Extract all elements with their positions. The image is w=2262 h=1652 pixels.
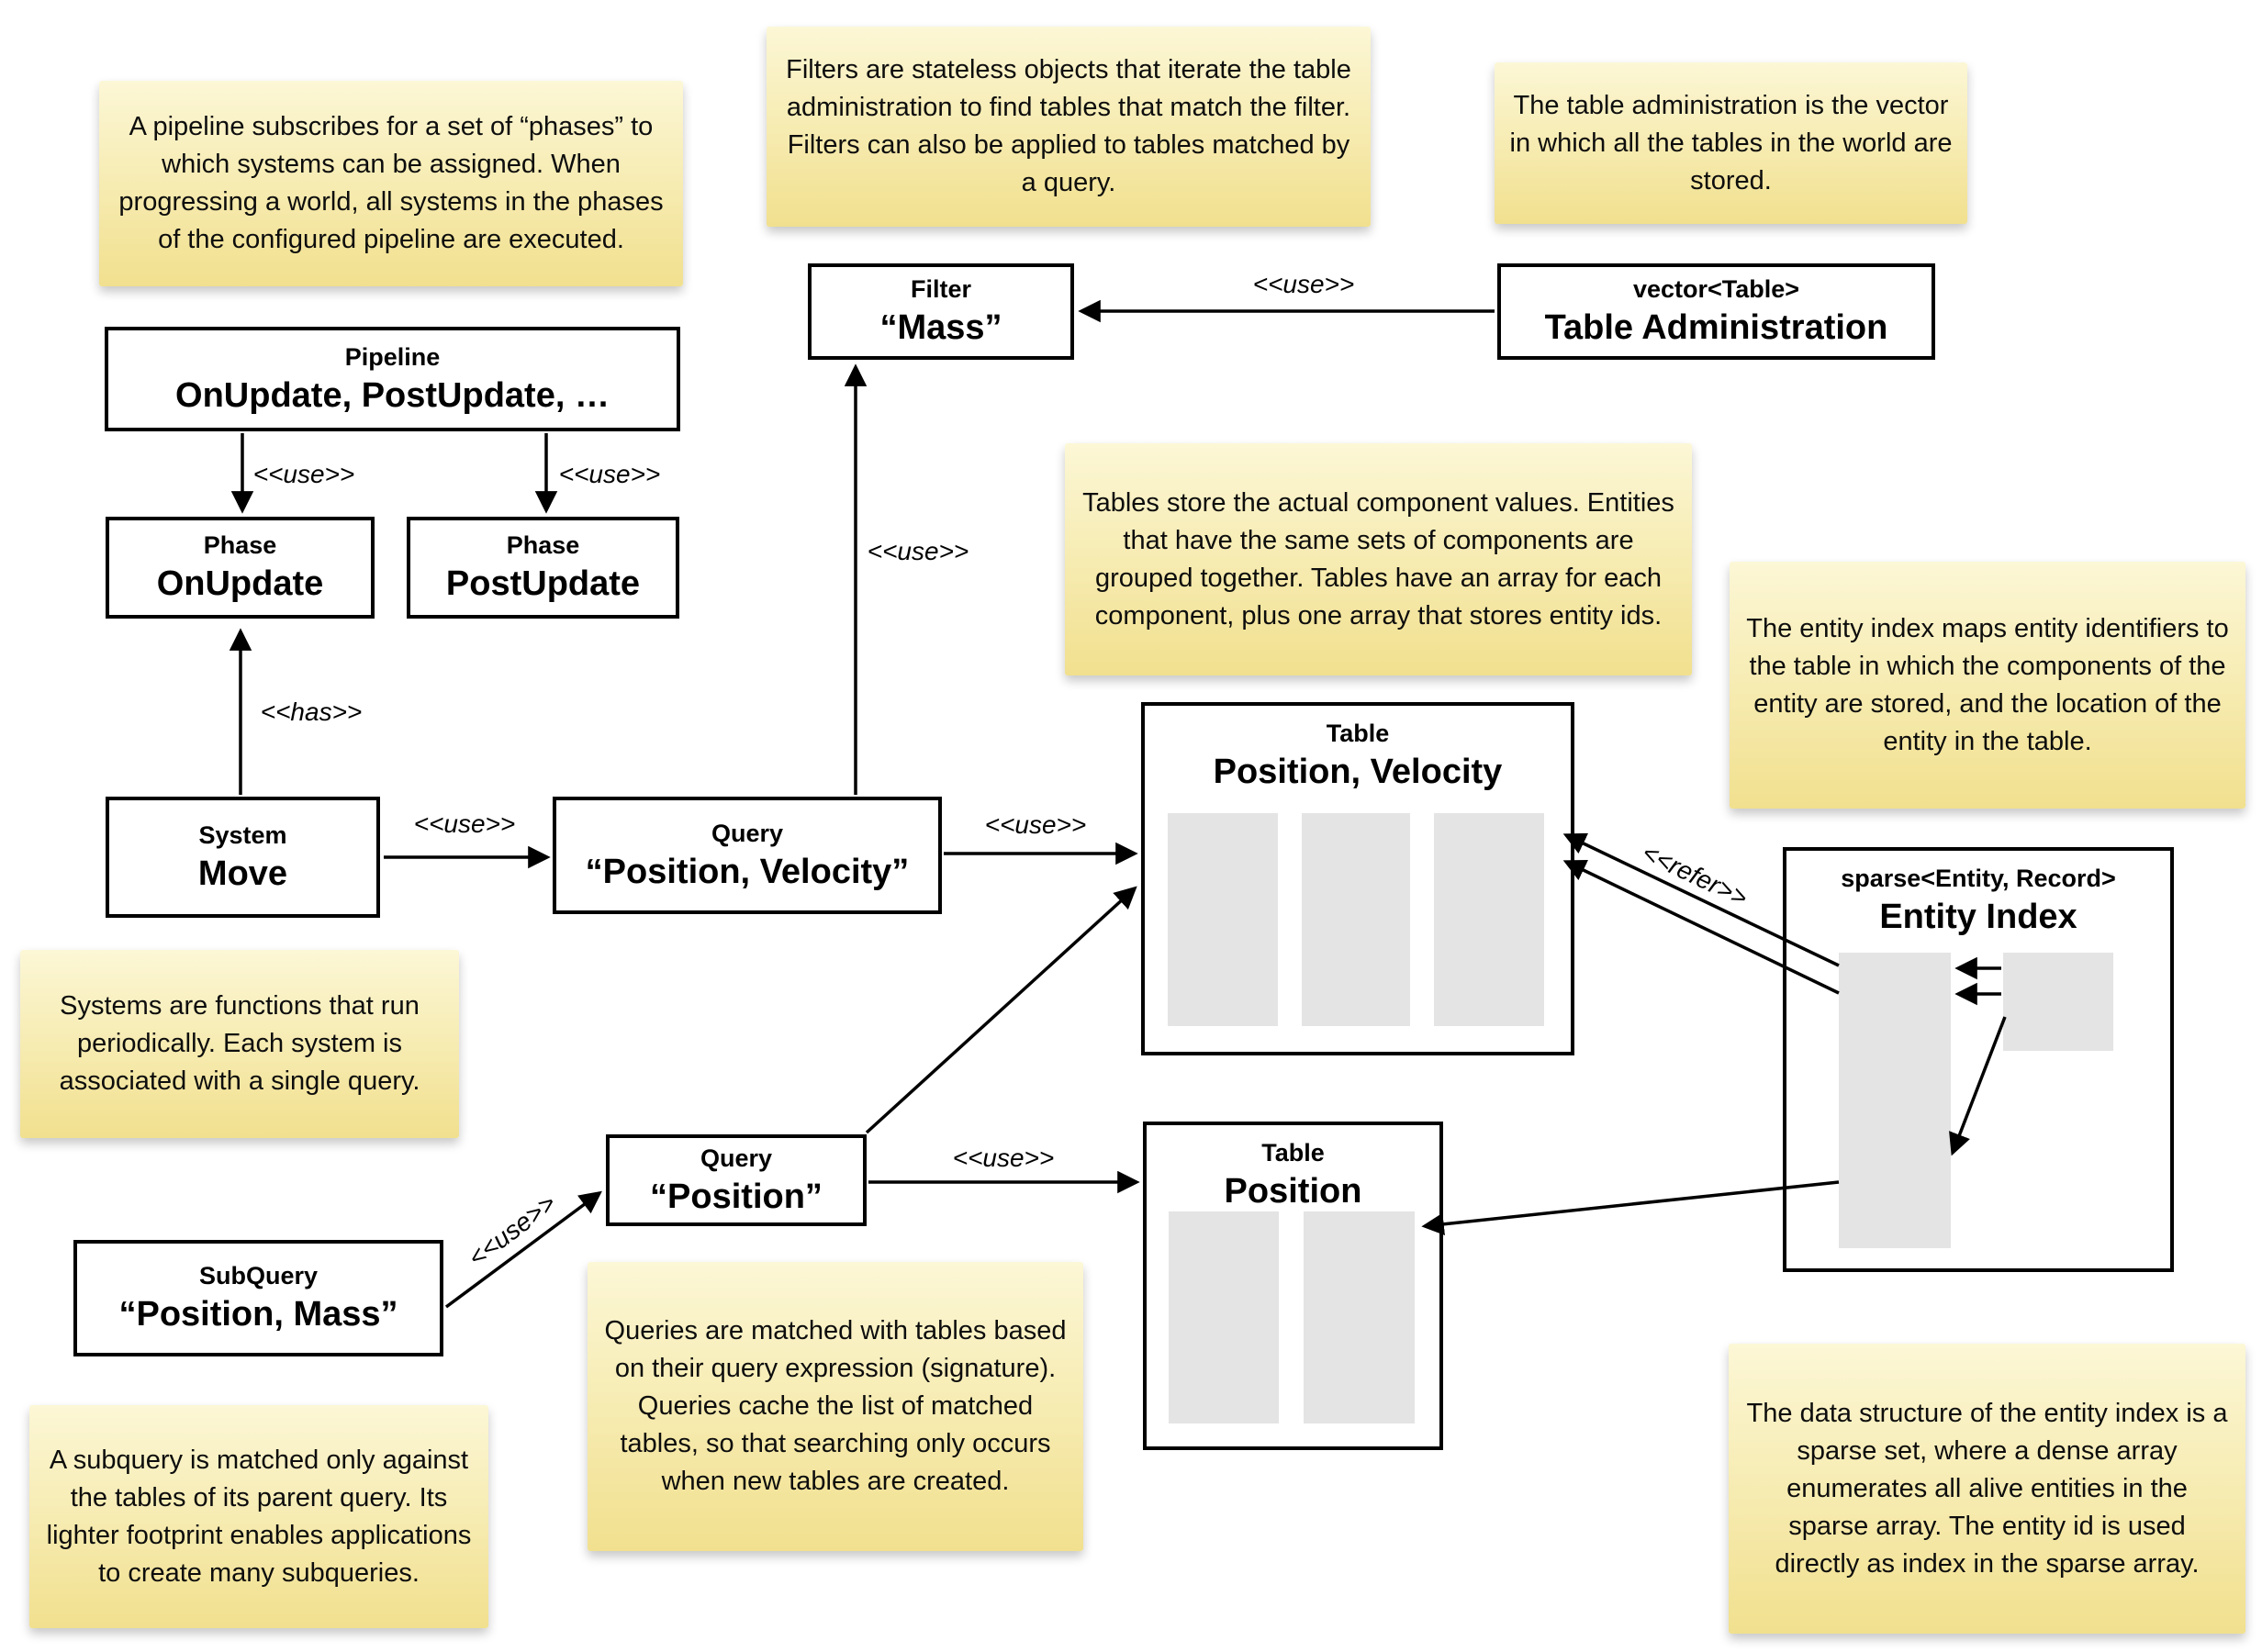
edge-label-refer-entityindex: <<refer>> bbox=[1638, 838, 1752, 913]
edge-queryp-use-tablepv bbox=[865, 886, 1137, 1134]
node-subquery-name: “Position, Mass” bbox=[118, 1295, 398, 1334]
note-filters: Filters are stateless objects that itera… bbox=[767, 27, 1371, 227]
component-array bbox=[1302, 813, 1410, 1026]
node-query-position-velocity-name: “Position, Velocity” bbox=[585, 852, 910, 891]
edge-label-has-system-phase: <<has>> bbox=[260, 698, 363, 726]
node-filter-mass-name: “Mass” bbox=[879, 308, 1002, 347]
note-entity-index: The entity index maps entity identifiers… bbox=[1730, 562, 2245, 809]
node-query-position-velocity-stereotype: Query bbox=[711, 819, 784, 847]
note-pipeline: A pipeline subscribes for a set of “phas… bbox=[99, 81, 683, 286]
edge-label-use-system-query: <<use>> bbox=[413, 809, 516, 838]
edge-label-use-subquery-queryp: <<use>> bbox=[463, 1188, 562, 1273]
node-query-position: Query “Position” bbox=[606, 1134, 867, 1226]
entity-id-array bbox=[1434, 813, 1544, 1026]
node-pipeline-stereotype: Pipeline bbox=[344, 342, 441, 371]
node-table-administration-stereotype: vector<Table> bbox=[1632, 275, 1800, 303]
note-subquery: A subquery is matched only against the t… bbox=[29, 1405, 488, 1628]
sparse-array bbox=[1839, 953, 1951, 1248]
node-table-administration-name: Table Administration bbox=[1544, 308, 1888, 347]
node-system-move: System Move bbox=[106, 797, 380, 918]
node-phase-postupdate: Phase PostUpdate bbox=[407, 517, 679, 619]
node-pipeline: Pipeline OnUpdate, PostUpdate, … bbox=[105, 327, 680, 431]
component-array bbox=[1168, 813, 1278, 1026]
edge-entityindex-refer-tablep bbox=[1421, 1180, 1840, 1235]
node-table-position-velocity-stereotype: Table bbox=[1326, 720, 1390, 747]
edge-label-use-pipeline-postupdate: <<use>> bbox=[558, 460, 661, 488]
node-filter-mass-stereotype: Filter bbox=[910, 275, 971, 303]
edge-label-use-query-filter: <<use>> bbox=[867, 537, 969, 565]
node-phase-onupdate-stereotype: Phase bbox=[203, 531, 277, 559]
node-system-move-name: Move bbox=[197, 854, 288, 893]
node-pipeline-name: OnUpdate, PostUpdate, … bbox=[175, 375, 610, 415]
node-table-position-stereotype: Table bbox=[1261, 1139, 1325, 1166]
node-table-administration: vector<Table> Table Administration bbox=[1497, 263, 1935, 360]
edge-label-use-pipeline-onupdate: <<use>> bbox=[252, 460, 355, 488]
note-table-administration: The table administration is the vector i… bbox=[1495, 62, 1967, 224]
node-system-move-stereotype: System bbox=[198, 820, 287, 849]
note-sparse-set: The data structure of the entity index i… bbox=[1729, 1344, 2245, 1634]
note-systems: Systems are functions that run periodica… bbox=[20, 950, 459, 1138]
node-subquery-stereotype: SubQuery bbox=[198, 1262, 319, 1289]
edge-label-use-tableadmin-filter: <<use>> bbox=[1252, 270, 1355, 298]
node-entity-index-name: Entity Index bbox=[1879, 898, 2077, 936]
node-entity-index: sparse<Entity, Record> Entity Index bbox=[1783, 847, 2174, 1272]
node-phase-postupdate-name: PostUpdate bbox=[445, 564, 641, 603]
node-table-position-velocity: Table Position, Velocity bbox=[1141, 702, 1574, 1055]
node-phase-onupdate: Phase OnUpdate bbox=[106, 517, 375, 619]
node-entity-index-stereotype: sparse<Entity, Record> bbox=[1841, 865, 2116, 892]
node-query-position-velocity: Query “Position, Velocity” bbox=[553, 797, 942, 914]
node-phase-postupdate-stereotype: Phase bbox=[506, 531, 580, 559]
node-filter-mass: Filter “Mass” bbox=[808, 263, 1074, 360]
node-query-position-name: “Position” bbox=[650, 1177, 823, 1216]
component-array bbox=[1169, 1211, 1279, 1423]
note-tables: Tables store the actual component values… bbox=[1065, 443, 1692, 675]
node-table-position: Table Position bbox=[1143, 1122, 1443, 1450]
node-subquery: SubQuery “Position, Mass” bbox=[73, 1240, 443, 1356]
entity-id-array bbox=[1304, 1211, 1415, 1423]
node-table-position-name: Position bbox=[1224, 1172, 1362, 1211]
edge-label-use-queryp-tablep: <<use>> bbox=[952, 1144, 1055, 1172]
edge-label-use-querypv-tablepv: <<use>> bbox=[984, 810, 1087, 839]
note-queries: Queries are matched with tables based on… bbox=[588, 1262, 1083, 1551]
dense-array bbox=[2003, 953, 2113, 1051]
node-phase-onupdate-name: OnUpdate bbox=[156, 564, 324, 603]
node-table-position-velocity-name: Position, Velocity bbox=[1213, 753, 1503, 791]
node-query-position-stereotype: Query bbox=[700, 1144, 773, 1172]
